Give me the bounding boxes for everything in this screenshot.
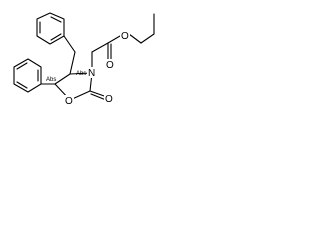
bond-co-o: [107, 35, 121, 44]
stereo-label-c4: Abs: [76, 71, 86, 77]
phenyl-ring-top: [36, 12, 65, 45]
ester-carbonyl-oxygen-label: O: [106, 60, 114, 71]
oxazolidinone-ring: [54, 51, 93, 101]
bond-ch2-co: [91, 42, 109, 53]
ester-ether-oxygen-label: O: [121, 31, 129, 42]
molecule-drawing: O O N O O Abs Abs: [13, 12, 155, 107]
carbonyl-oxygen-label: O: [105, 94, 113, 105]
phenyl-ring-bottom: [13, 58, 42, 93]
ring-nitrogen-label: N: [88, 68, 95, 79]
ring-oxygen-label: O: [65, 96, 73, 107]
stereo-label-c5: Abs: [46, 77, 56, 83]
structure-diagram: O O N O O Abs Abs: [0, 0, 163, 131]
butyl-chain: [128, 33, 142, 44]
bond-phenyl-c4: [63, 35, 76, 53]
